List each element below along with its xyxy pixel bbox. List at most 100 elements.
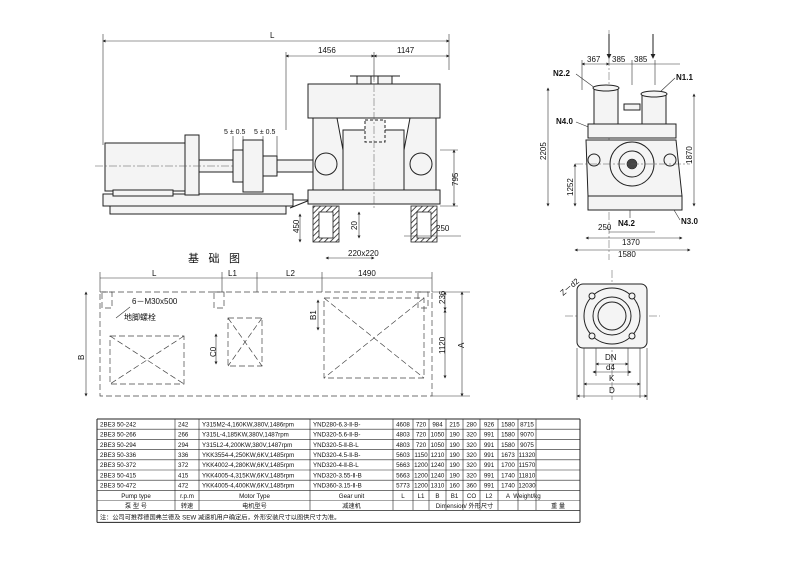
table-cell: 4803 (396, 442, 410, 449)
table-cell: 266 (178, 432, 189, 439)
table-cell: 2BE3 50-336 (100, 452, 137, 459)
table-cell: Y315L-4,185KW,380V,1487rpm (202, 432, 289, 439)
table-cell: 320 (466, 432, 477, 439)
gear-unit (242, 139, 264, 193)
table-cell: 12030 (518, 483, 536, 490)
table-cell: 720 (416, 421, 427, 428)
dim-L-foundation: L (152, 269, 157, 278)
front-view: L 1456 1147 5 ± 0.5 5 ± 0.5 (95, 31, 461, 260)
dim-20: 20 (350, 221, 359, 230)
table-cell: 190 (449, 452, 460, 459)
table-cell: 991 (484, 432, 495, 439)
table-cell: 1740 (501, 483, 515, 490)
dim-1456: 1456 (318, 46, 336, 55)
table-header: Pump type (121, 493, 151, 500)
dim-250-front: 250 (436, 224, 450, 233)
table-header: L (401, 493, 405, 500)
table-cell: 215 (449, 421, 460, 428)
table-header: Weight/kg (513, 493, 541, 500)
table-cell: YND320-3.55-Ⅱ-B (313, 472, 362, 479)
table-note: 注：公司可推荐德国弗兰德及 SEW 减速机用户确定后，外形安装尺寸以图供尺寸为准… (100, 513, 340, 521)
table-cell: 190 (449, 472, 460, 479)
table-header-cn: 泵 型 号 (125, 502, 147, 510)
table-header: B (435, 493, 439, 500)
dim-1490: 1490 (358, 269, 376, 278)
table-header: Gear unit (339, 493, 365, 500)
table-cell: 336 (178, 452, 189, 459)
table-cell: 2BE3 50-415 (100, 472, 137, 479)
dim-1370: 1370 (622, 238, 640, 247)
table-cell: 1210 (431, 452, 445, 459)
table-cell: 1240 (431, 472, 445, 479)
table-cell: 242 (178, 421, 189, 428)
dim-d4: d4 (606, 363, 615, 372)
table-cell: 2BE3 50-242 (100, 421, 137, 428)
table-cell: 1050 (431, 432, 445, 439)
dim-B: B (77, 355, 86, 360)
table-cell: 2BE3 50-472 (100, 483, 137, 490)
foundation-title: 基 础 图 (188, 252, 243, 265)
table-cell: 4608 (396, 421, 410, 428)
nozzle-n11: N1.1 (676, 73, 693, 82)
dim-795: 795 (451, 172, 460, 186)
table-cell: 1200 (414, 483, 428, 490)
nozzle-n30: N3.0 (681, 217, 698, 226)
table-cell: YND320-4.5-Ⅱ-B- (313, 452, 360, 459)
table-cell: 1673 (501, 452, 515, 459)
table-cell: 2BE3 50-294 (100, 442, 137, 449)
table-cell: 1740 (501, 472, 515, 479)
flange-detail: Z－d2 DN d4 K D (559, 270, 660, 400)
table-cell: 1050 (431, 442, 445, 449)
table-cell: 926 (484, 421, 495, 428)
table-header: CO (467, 493, 476, 500)
table-cell: 2BE3 50-266 (100, 432, 137, 439)
dim-2205: 2205 (539, 142, 548, 160)
table-cell: 320 (466, 462, 477, 469)
table-cell: 9070 (520, 432, 534, 439)
dim-C0: C0 (209, 346, 218, 357)
table-cell: 991 (484, 462, 495, 469)
dim-250-side: 250 (598, 223, 612, 232)
table-cell: 472 (178, 483, 189, 490)
table-cell: 294 (178, 442, 189, 449)
table-cell: 1200 (414, 472, 428, 479)
table-cell: YKK4005-4,400KW,6KV,1485rpm (202, 483, 294, 490)
table-cell: 1580 (501, 432, 515, 439)
table-cell: 1580 (501, 442, 515, 449)
dim-1147: 1147 (397, 46, 415, 55)
table-cell: 8715 (520, 421, 534, 428)
dim-1870: 1870 (685, 146, 694, 164)
dim-L-top: L (270, 31, 275, 40)
table-cell: 11570 (519, 462, 536, 469)
dim-220: 220x220 (348, 249, 379, 258)
table-cell: YKK3554-4,250KW,6KV,1485rpm (202, 452, 294, 459)
dim-L1: L1 (228, 269, 237, 278)
table-cell: 320 (466, 442, 477, 449)
table-header-cn: 重 量 (551, 502, 565, 510)
table-cell: 280 (466, 421, 477, 428)
table-cell: 720 (416, 432, 427, 439)
table-cell: 11810 (519, 472, 536, 479)
table-cell: 320 (466, 452, 477, 459)
table-cell: 415 (178, 472, 189, 479)
table-header-cn: 电机型号 (242, 502, 267, 510)
dim-385-b: 385 (634, 55, 648, 64)
table-header: B1 (451, 493, 459, 500)
bolt-label: 6－M30x500 (132, 297, 178, 306)
gap-1: 5 ± 0.5 (224, 129, 245, 136)
nozzle-n42: N4.2 (618, 219, 635, 228)
table-cell: 372 (178, 462, 189, 469)
table-cell: 1700 (501, 462, 515, 469)
dim-B1: B1 (309, 310, 318, 320)
table-cell: 720 (416, 442, 427, 449)
dim-1120: 1120 (438, 336, 447, 354)
dim-1580: 1580 (618, 250, 636, 259)
table-cell: Y315L2-4,200KW,380V,1487rpm (202, 442, 292, 449)
dim-D: D (609, 386, 615, 395)
table-cell: 5663 (396, 462, 410, 469)
table-header-cn: Dimension/ 外形尺寸 (436, 502, 493, 510)
table-cell: 1240 (431, 462, 445, 469)
table-header: L1 (418, 493, 425, 500)
table-cell: 5773 (396, 483, 410, 490)
nozzle-n22: N2.2 (553, 69, 570, 78)
